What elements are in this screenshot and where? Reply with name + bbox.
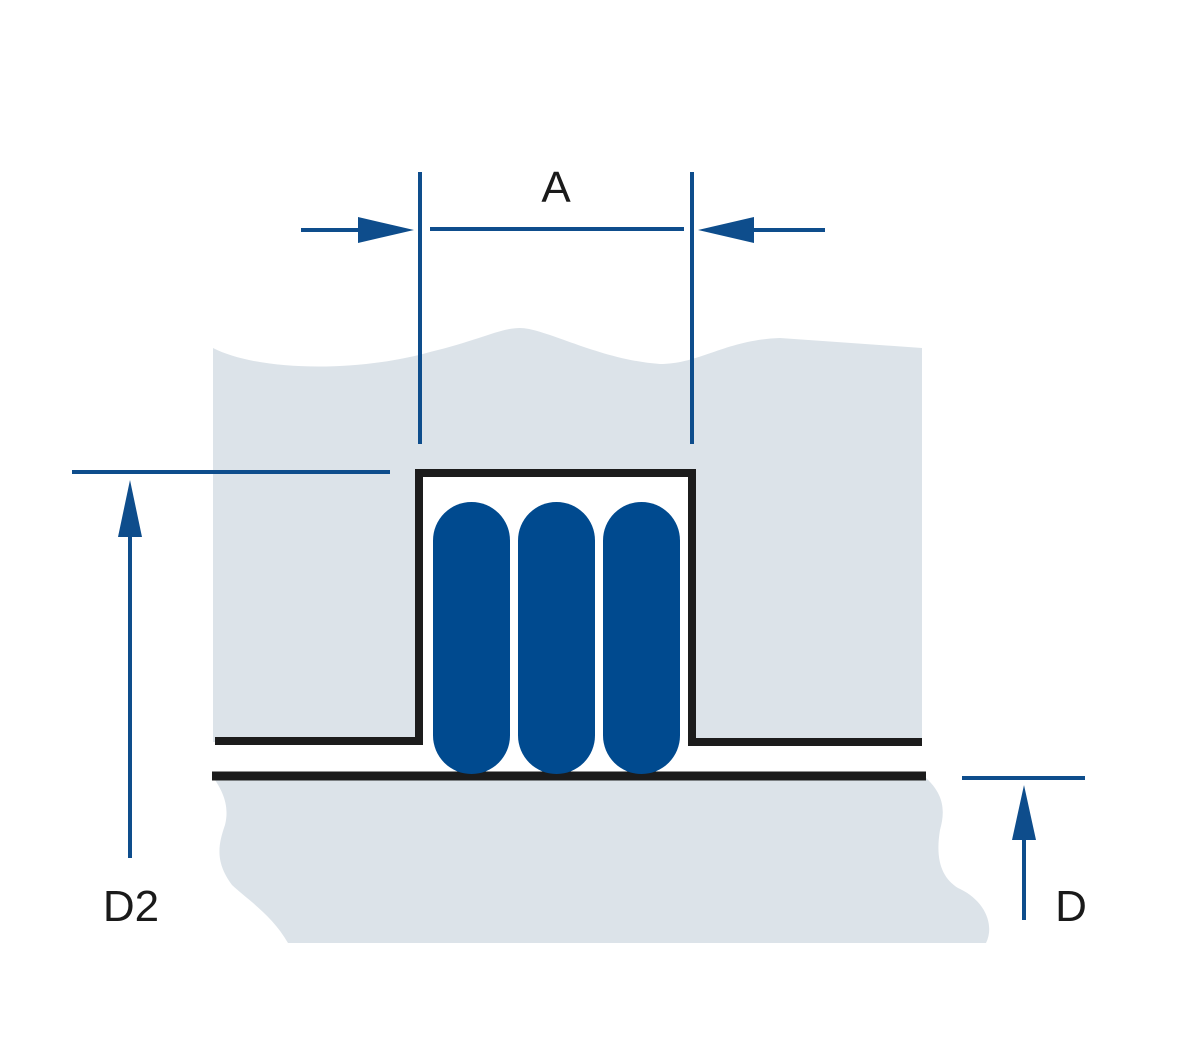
lower-shaft (213, 777, 990, 943)
dimension-a-label: A (541, 163, 571, 212)
dimension-d-arrowhead (1012, 785, 1036, 840)
seal-element-1 (433, 502, 510, 774)
seal-element-3 (603, 502, 680, 774)
dimension-d-label: D (1055, 882, 1087, 931)
groove-outline (215, 469, 922, 746)
dimension-a-right-arrowhead (698, 217, 754, 243)
dimension-d2-arrowhead (118, 480, 142, 537)
seal-element-2 (518, 502, 595, 774)
upper-housing (213, 328, 922, 742)
dimension-d2-label: D2 (103, 882, 159, 931)
dimension-a-left-arrowhead (358, 217, 414, 243)
